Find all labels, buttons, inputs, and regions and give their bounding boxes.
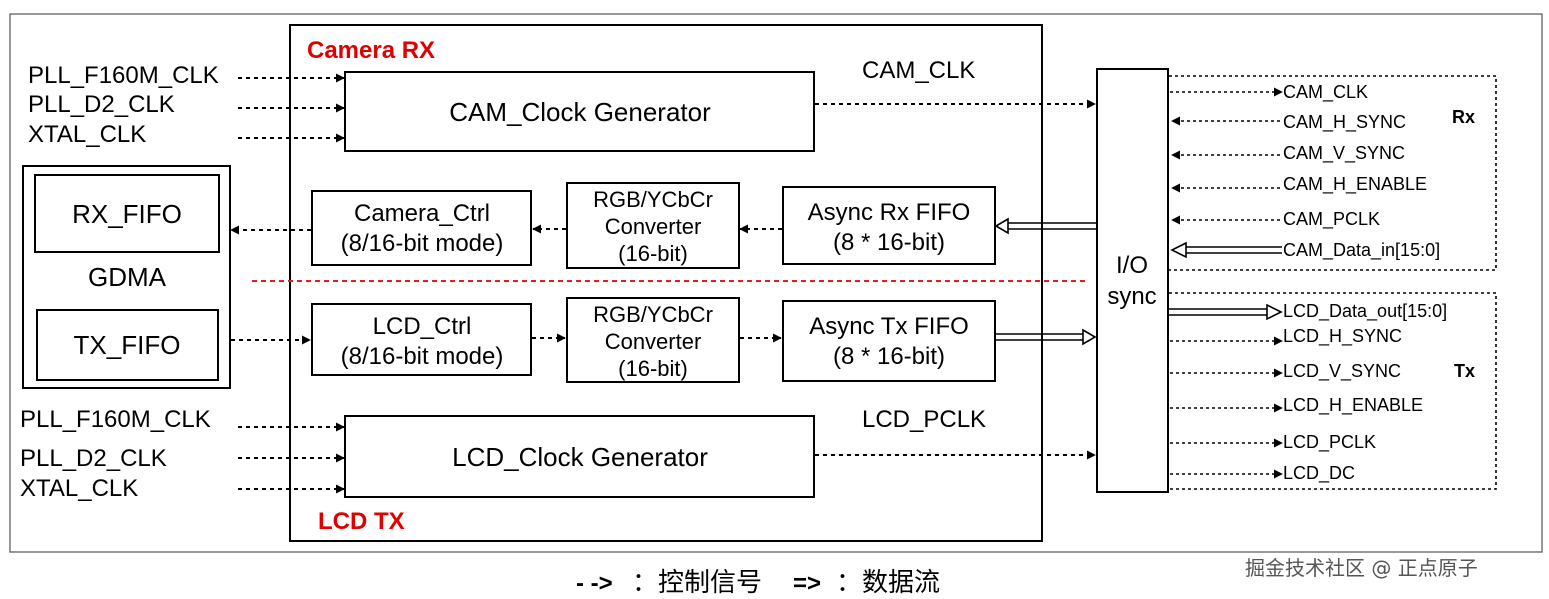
legend-data-symbol: => <box>793 570 821 597</box>
cam-h-sync-signal: CAM_H_SYNC <box>1283 112 1406 133</box>
lcd-dc-signal: LCD_DC <box>1283 463 1355 484</box>
rx-input-xtal: XTAL_CLK <box>28 121 146 148</box>
legend-control-text: ：控制信号 <box>632 568 762 598</box>
tx-input-xtal: XTAL_CLK <box>20 475 138 502</box>
tx-converter-line1: RGB/YCbCr <box>593 302 713 327</box>
lcd-pclk-label: LCD_PCLK <box>862 406 986 433</box>
tx-fifo-box <box>36 309 219 381</box>
lcd-clock-generator-label: LCD_Clock Generator <box>452 442 708 472</box>
rx-converter-line1: RGB/YCbCr <box>593 187 713 212</box>
rx-group-box <box>1169 75 1497 271</box>
lcd-pclk-signal: LCD_PCLK <box>1283 432 1376 453</box>
lcd-h-enable-signal: LCD_H_ENABLE <box>1283 395 1423 416</box>
tx-converter-box <box>566 297 740 383</box>
lcd-v-sync-signal: LCD_V_SYNC <box>1283 361 1401 382</box>
tx-group-label: Tx <box>1454 361 1475 381</box>
watermark: 掘金技术社区 @ 正点原子 <box>1245 556 1478 580</box>
rx-group-label: Rx <box>1452 107 1475 127</box>
rx-converter-line3: (16-bit) <box>618 241 688 266</box>
camera-ctrl-mode: (8/16-bit mode) <box>341 230 504 257</box>
io-sync-label-2: sync <box>1107 283 1156 310</box>
lcd-ctrl-label: LCD_Ctrl <box>373 313 472 340</box>
lcd-data-out-arrow <box>1169 303 1283 321</box>
tx-converter-line2: Converter <box>605 329 702 354</box>
cam-clk-signal: CAM_CLK <box>1283 82 1368 103</box>
cam-h-enable-signal: CAM_H_ENABLE <box>1283 174 1427 195</box>
async-rx-fifo-size: (8 * 16-bit) <box>833 229 945 256</box>
lcd-clock-generator <box>344 415 815 498</box>
lcd-tx-title: LCD TX <box>318 508 405 535</box>
outer-frame <box>9 13 1543 553</box>
cam-clk-label: CAM_CLK <box>862 57 975 84</box>
async-rx-fifo-box <box>782 186 996 265</box>
io-sync-label-1: I/O <box>1116 252 1148 279</box>
cam-v-sync-signal: CAM_V_SYNC <box>1283 143 1405 164</box>
cam-clock-generator-label: CAM_Clock Generator <box>449 97 711 127</box>
tx-converter-line3: (16-bit) <box>618 356 688 381</box>
camera-rx-title: Camera RX <box>307 37 435 64</box>
lcd-ctrl-mode: (8/16-bit mode) <box>341 343 504 370</box>
cam-clock-generator <box>344 71 815 152</box>
rx-fifo-box <box>34 174 220 253</box>
tx-input-pll-f160m: PLL_F160M_CLK <box>20 406 211 433</box>
async-tx-fifo-size: (8 * 16-bit) <box>833 343 945 370</box>
lcd-ctrl-box <box>311 303 532 376</box>
legend-control-symbol: - -> <box>576 570 613 597</box>
lcd-h-sync-signal: LCD_H_SYNC <box>1283 326 1402 347</box>
async-rx-fifo-label: Async Rx FIFO <box>808 199 971 226</box>
rx-input-pll-d2: PLL_D2_CLK <box>28 91 175 118</box>
io-sync-block <box>1096 68 1169 493</box>
cam-pclk-signal: CAM_PCLK <box>1283 209 1380 230</box>
tx-group-box <box>1169 292 1497 490</box>
rx-input-pll-f160m: PLL_F160M_CLK <box>28 62 219 89</box>
async-tx-fifo-box <box>782 300 996 382</box>
tx-fifo-to-io-data-arrow <box>996 328 1097 346</box>
gdma-label: GDMA <box>88 262 167 292</box>
async-tx-fifo-label: Async Tx FIFO <box>809 313 969 340</box>
camera-ctrl-box <box>311 190 532 266</box>
cam-data-in-arrow <box>1170 241 1282 259</box>
rx-converter-line2: Converter <box>605 214 702 239</box>
rx-converter-box <box>566 182 740 269</box>
io-to-rx-fifo-data-arrow <box>994 217 1096 235</box>
legend-data-text: ：数据流 <box>836 568 940 598</box>
lcd-data-out-signal: LCD_Data_out[15:0] <box>1283 301 1447 322</box>
rx-fifo-label: RX_FIFO <box>72 199 182 229</box>
cam-data-in-signal: CAM_Data_in[15:0] <box>1283 240 1440 261</box>
tx-fifo-label: TX_FIFO <box>74 330 181 360</box>
camera-ctrl-label: Camera_Ctrl <box>354 200 490 227</box>
tx-input-pll-d2: PLL_D2_CLK <box>20 445 167 472</box>
